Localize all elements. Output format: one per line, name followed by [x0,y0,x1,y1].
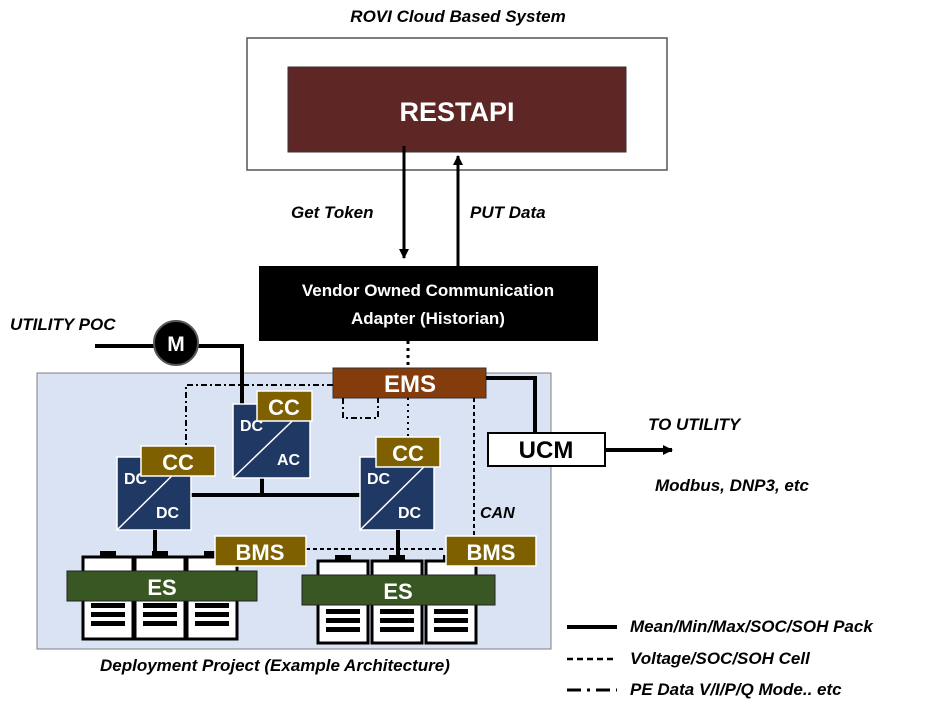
meter-label: M [167,333,185,356]
legend-label-dashed: Voltage/SOC/SOH Cell [630,649,811,668]
es-label-right: ES [383,579,412,604]
es-label-left: ES [147,575,176,600]
legend-label-solid: Mean/Min/Max/SOC/SOH Pack [630,617,874,636]
cc-box-left [140,445,216,477]
bms-label-left: BMS [236,540,285,565]
restapi-box [287,66,627,153]
ucm-box [487,432,606,467]
cc-box-inverter [256,390,313,422]
ems-box [332,367,487,399]
es-box-right [301,574,496,606]
es-box-left [66,570,258,602]
meter-icon [153,320,199,366]
inverter-dc-label: DC [240,418,264,435]
left-converter-dc-out: DC [156,505,180,522]
legend: Mean/Min/Max/SOC/SOH Pack Voltage/SOC/SO… [567,617,874,699]
adapter-line-1: Vendor Owned Communication [302,281,554,300]
right-converter-dc-in: DC [367,471,391,488]
cloud-title: ROVI Cloud Based System [350,7,565,26]
cc-label-inverter: CC [268,395,300,420]
cc-label-right: CC [392,441,424,466]
bms-box-left [214,535,307,567]
get-token-label: Get Token [291,203,374,222]
ucm-label: UCM [519,437,574,464]
to-utility-label: TO UTILITY [648,415,742,434]
dc-dc-converter-right: DC DC [359,456,435,531]
cc-label-left: CC [162,450,194,475]
can-label: CAN [480,505,515,522]
deployment-caption: Deployment Project (Example Architecture… [100,656,450,675]
adapter-line-2: Adapter (Historian) [351,309,505,328]
inverter-ac-label: AC [277,452,301,469]
bms-label-right: BMS [467,540,516,565]
legend-label-dashdot: PE Data V/I/P/Q Mode.. etc [630,680,842,699]
bms-box-right [445,535,537,567]
communication-adapter-box [259,266,598,341]
cc-box-right [375,436,441,468]
protocols-label: Modbus, DNP3, etc [655,476,810,495]
right-converter-dc-out: DC [398,505,422,522]
put-data-label: PUT Data [470,203,546,222]
pe-data-line-mid [342,398,379,419]
ems-label: EMS [384,371,436,398]
utility-poc-label: UTILITY POC [10,315,116,334]
restapi-label: RESTAPI [399,97,514,127]
